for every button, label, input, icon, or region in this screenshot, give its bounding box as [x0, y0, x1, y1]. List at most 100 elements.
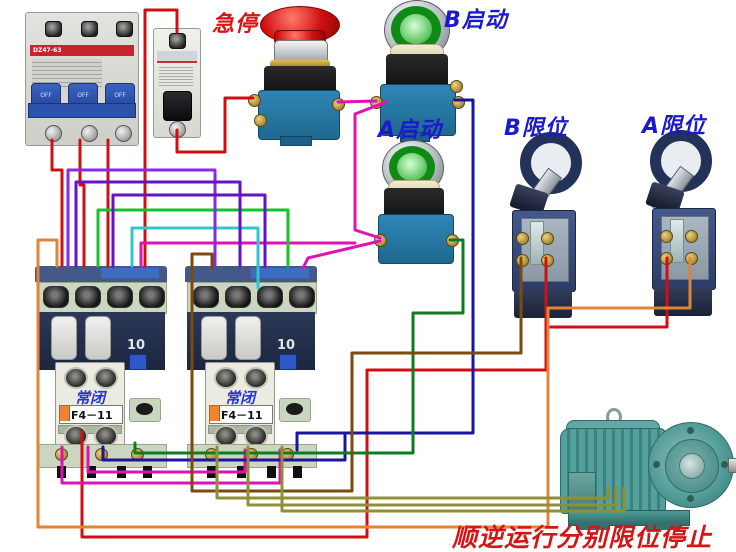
- aux-hole: [64, 367, 88, 389]
- aux-model-text: F4－11: [71, 409, 113, 422]
- contactor-blue-tag: [129, 354, 147, 370]
- b-limit-panel: [521, 218, 569, 282]
- contactor-bottom-screw: [95, 448, 108, 461]
- aux-orange-tab: [210, 406, 220, 421]
- a-start-terminal-left: [374, 234, 387, 247]
- contactor-terminal-hole: [75, 286, 101, 308]
- bottom-caption: 顺逆运行分别限位停止: [452, 523, 713, 552]
- aux-model-row: F4－11: [59, 405, 123, 424]
- a-start-button: [362, 134, 464, 264]
- b-limit-label: B限位: [504, 116, 568, 141]
- contactor-a: 10 常闭 F4－11: [35, 266, 167, 478]
- aux-hole: [214, 367, 238, 389]
- b-limit-terminal: [541, 254, 554, 267]
- a-limit-terminal: [660, 252, 673, 265]
- a-limit-label: A限位: [642, 114, 707, 139]
- contactor-contact-carrier: [51, 316, 77, 360]
- contactor-terminal-hole: [107, 286, 133, 308]
- wire-violet-19: [66, 168, 217, 268]
- breaker-bottom-screw: [45, 125, 62, 142]
- breaker-bottom-screw: [169, 121, 186, 138]
- wire-stub: [207, 466, 216, 478]
- contactor-side-terminal: [129, 398, 161, 422]
- a-limit-panel: [661, 216, 709, 280]
- breaker-terminal-screw: [81, 21, 98, 37]
- wire-stub: [293, 466, 302, 478]
- contactor-terminal-hole: [257, 286, 283, 308]
- flange-bolt: [653, 461, 660, 468]
- a-start-base: [378, 214, 454, 264]
- contactor-contact-carrier: [85, 316, 111, 360]
- breaker-terminal-screw: [45, 21, 62, 37]
- contactor-aux-block: 常闭 F4－11: [205, 362, 275, 447]
- motor: [560, 408, 736, 534]
- wire-stub: [117, 466, 126, 478]
- a-start-terminal-right: [446, 234, 459, 247]
- estop-gold-ring: [270, 60, 330, 68]
- breaker-toggle-bar: [28, 103, 136, 118]
- a-start-green-lens: [397, 153, 427, 181]
- b-limit-terminal: [516, 254, 529, 267]
- b-start-terminal-right-top: [450, 80, 463, 93]
- contactor-bottom-screw: [281, 448, 294, 461]
- contactor-bottom-screw: [205, 448, 218, 461]
- aux-hole: [94, 367, 118, 389]
- aux-orange-tab: [60, 406, 70, 421]
- wire-purple-21: [111, 193, 267, 268]
- aux-hole: [244, 367, 268, 389]
- wire-stub: [57, 466, 66, 478]
- contactor-bottom-screw: [55, 448, 68, 461]
- estop-terminal-screw-left2: [254, 114, 267, 127]
- wire-stub: [237, 466, 246, 478]
- contactor-side-terminal: [279, 398, 311, 422]
- wire-stub: [87, 466, 96, 478]
- wire-red-2: [78, 138, 86, 268]
- b-start-terminal-right: [452, 96, 465, 109]
- contactor-bottom-screw: [131, 448, 144, 461]
- motor-shaft: [728, 458, 736, 473]
- breaker-terminal-screw: [116, 21, 133, 37]
- breaker-bottom-screw: [81, 125, 98, 142]
- contactor-aux-block: 常闭 F4－11: [55, 362, 125, 447]
- a-limit-body: [652, 208, 716, 290]
- b-limit-body: [512, 210, 576, 292]
- wire-green-17: [96, 208, 290, 268]
- motor-junction: [568, 472, 596, 512]
- aux-model-text: F4－11: [221, 409, 263, 422]
- side-oval: [136, 403, 153, 415]
- contactor-terminal-hole: [193, 286, 219, 308]
- motor-flange: [648, 422, 734, 508]
- flange-bolt: [687, 427, 694, 434]
- contactor-bottom-screw: [245, 448, 258, 461]
- a-limit-terminal: [685, 252, 698, 265]
- a-limit-terminal: [685, 230, 698, 243]
- estop-label: 急停: [212, 12, 259, 37]
- motor-hub: [679, 453, 705, 479]
- wire-purple-20: [74, 180, 242, 268]
- contactor-contact-carrier: [201, 316, 227, 360]
- b-limit-terminal: [516, 232, 529, 245]
- breaker-label-band: [157, 51, 197, 63]
- b-limit-terminal: [541, 232, 554, 245]
- contactor-rating: 10: [127, 338, 146, 353]
- contactor-terminal-hole: [289, 286, 315, 308]
- a-limit-switch: [645, 130, 732, 316]
- contactor-cap-strip: [251, 268, 309, 278]
- b-start-green-lens: [400, 14, 432, 44]
- contactor-terminal-hole: [139, 286, 165, 308]
- contactor-cap-strip: [101, 268, 159, 278]
- breaker-model-band: DZ47-63: [30, 45, 134, 56]
- estop-terminal-screw-left: [248, 94, 261, 107]
- breaker-spec-text: [159, 65, 193, 87]
- b-start-label: B启动: [444, 8, 508, 33]
- wire-stub: [267, 466, 276, 478]
- estop-base: [258, 90, 340, 140]
- contactor-rating: 10: [277, 338, 296, 353]
- contactor-blue-tag: [279, 354, 297, 370]
- flange-bolt: [721, 461, 728, 468]
- single-pole-breaker: [153, 28, 201, 138]
- contactor-b: 10 常闭 F4－11: [185, 266, 317, 478]
- side-oval: [286, 403, 303, 415]
- breaker-terminal-screw: [169, 33, 186, 49]
